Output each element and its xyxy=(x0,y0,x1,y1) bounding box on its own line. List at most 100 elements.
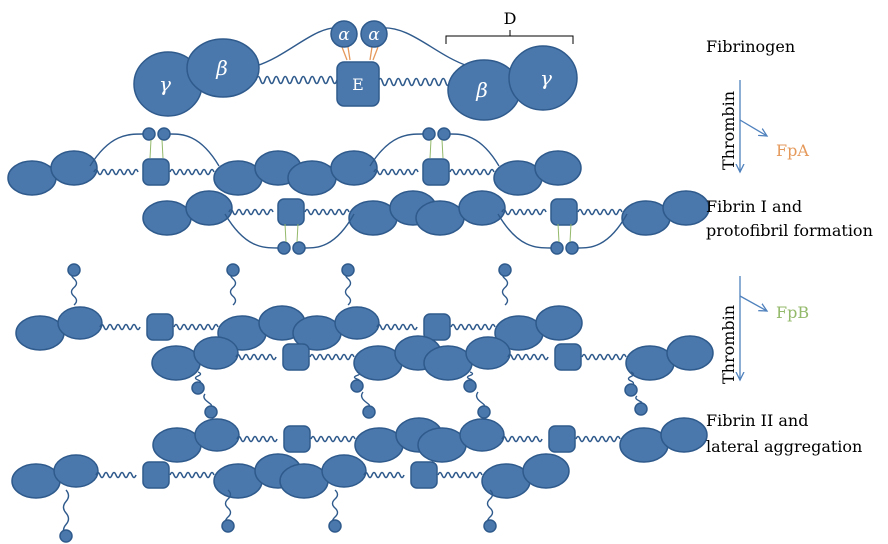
beta-domain-left xyxy=(186,38,260,98)
fpb-knob xyxy=(437,127,451,141)
beta-domain xyxy=(53,454,99,488)
e-domain xyxy=(410,461,438,489)
alpha-chain xyxy=(497,213,552,249)
gamma-domain xyxy=(534,150,582,186)
e-domain xyxy=(423,313,451,341)
alpha-knob-left xyxy=(330,20,358,48)
alpha-chain xyxy=(304,213,355,249)
coiled-coil xyxy=(236,435,278,443)
gamma-domain xyxy=(152,427,202,463)
fpb-link xyxy=(296,223,299,243)
coiled-coil xyxy=(507,353,549,361)
gamma-domain xyxy=(660,417,708,453)
fpb-link xyxy=(557,223,560,243)
fpb-link xyxy=(569,223,572,243)
d-domain-bracket xyxy=(445,30,574,44)
fpa-label: FpA xyxy=(776,141,809,160)
coiled-coil xyxy=(99,323,141,331)
fpa-release-arrow xyxy=(739,119,767,136)
d-domain-label: D xyxy=(504,9,517,28)
coiled-coil xyxy=(501,208,547,216)
beta-domain xyxy=(465,336,511,370)
reaction-scheme: Fibrinogen Thrombin FpA Fibrin I and pro… xyxy=(706,37,873,456)
beta-domain xyxy=(185,190,233,226)
e-domain xyxy=(142,461,170,489)
fpb-knob xyxy=(277,241,291,255)
released-knob xyxy=(341,263,355,277)
coiled-coil xyxy=(581,353,627,361)
gamma-domain xyxy=(287,160,337,196)
coiled-coil xyxy=(304,208,350,216)
beta-domain xyxy=(334,306,380,340)
e-domain xyxy=(283,425,311,453)
bridging-knob xyxy=(477,405,491,419)
fpb-link xyxy=(284,223,287,243)
coiled-coil xyxy=(310,435,356,443)
gamma-domain xyxy=(666,335,714,371)
coiled-coil xyxy=(363,471,405,479)
gamma-label-left: γ xyxy=(159,72,171,96)
released-knob xyxy=(463,379,477,393)
e-domain xyxy=(554,343,582,371)
coiled-coil xyxy=(575,435,621,443)
coiled-coil xyxy=(577,208,623,216)
gamma-domain xyxy=(423,345,473,381)
released-knob xyxy=(67,263,81,277)
released-knob xyxy=(226,263,240,277)
beta-label-left: β xyxy=(215,56,228,80)
alpha-knob-right xyxy=(360,20,388,48)
alpha-chain xyxy=(169,133,220,167)
alpha-chain xyxy=(635,395,643,404)
coiled-coil xyxy=(169,471,215,479)
coiled-coil xyxy=(437,471,483,479)
beta-domain xyxy=(57,306,103,340)
coiled-coil xyxy=(450,323,496,331)
released-knob xyxy=(221,519,235,533)
gamma-domain xyxy=(417,427,467,463)
alpha-chain xyxy=(224,213,279,249)
gamma-domain-right xyxy=(508,45,578,111)
fibrinogen-label: Fibrinogen xyxy=(706,37,795,56)
gamma-domain xyxy=(662,190,710,226)
alpha-label-right: α xyxy=(368,25,380,45)
beta-domain xyxy=(459,418,505,452)
fpb-knob xyxy=(550,241,564,255)
coiled-coil xyxy=(228,208,274,216)
beta-label-right: β xyxy=(475,78,488,102)
coiled-coil xyxy=(449,168,495,176)
coiled-coil xyxy=(373,168,419,176)
fibrin-ii-label-line1: Fibrin II and xyxy=(706,411,808,430)
free-alpha-chain xyxy=(62,489,70,537)
fpb-link xyxy=(429,139,432,159)
gamma-label-right: γ xyxy=(540,66,552,90)
fibrin-i-label-line1: Fibrin I and xyxy=(706,197,802,216)
beta-domain xyxy=(330,150,378,186)
fpb-label: FpB xyxy=(776,303,809,322)
coiled-coil xyxy=(93,168,139,176)
alpha-chain xyxy=(449,133,500,167)
fibrinogen-molecule: γ β β γ α α E D xyxy=(133,9,578,121)
released-knob xyxy=(191,381,205,395)
released-knob xyxy=(328,519,342,533)
fibrin-i-protofibril xyxy=(7,127,710,255)
released-knob xyxy=(624,383,638,397)
fpb-release-arrow xyxy=(739,295,767,311)
e-domain xyxy=(422,158,450,186)
gamma-domain xyxy=(15,315,65,351)
coiled-coil xyxy=(173,323,219,331)
gamma-domain xyxy=(415,200,465,236)
fpb-knob xyxy=(157,127,171,141)
e-domain xyxy=(142,158,170,186)
alpha-chain xyxy=(475,391,486,407)
beta-domain xyxy=(194,418,240,452)
gamma-domain xyxy=(535,305,583,341)
thrombin-label-1: Thrombin xyxy=(719,91,738,170)
fibrinogen-coil-left xyxy=(255,75,338,85)
coiled-coil xyxy=(309,353,355,361)
fibrin-ii-aggregate xyxy=(11,263,714,543)
fpb-knob xyxy=(565,241,579,255)
e-domain xyxy=(146,313,174,341)
fpb-knob xyxy=(292,241,306,255)
e-domain xyxy=(550,198,578,226)
gamma-domain xyxy=(7,160,57,196)
